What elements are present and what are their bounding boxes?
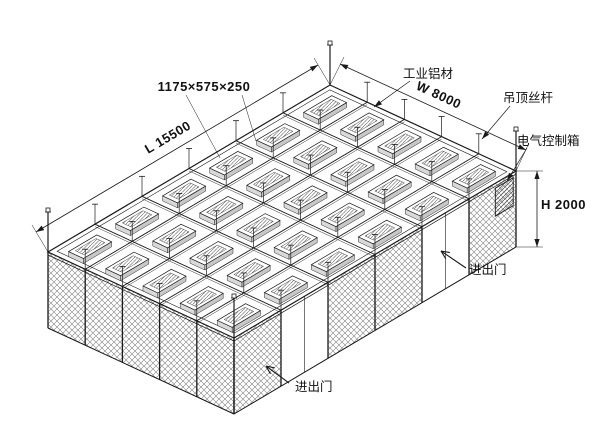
unit-grille <box>262 126 294 144</box>
unit-grille <box>374 178 405 196</box>
unit-grille <box>421 150 452 168</box>
unit-grille <box>300 144 331 161</box>
ceiling-beam-edge <box>85 104 368 272</box>
unit-grille <box>458 167 490 185</box>
unit-grille <box>317 251 349 269</box>
ceiling-beam-edge <box>188 170 376 258</box>
unit-grille <box>347 116 378 134</box>
ceiling-beam <box>235 140 423 228</box>
ceiling-beam-edge <box>141 198 329 285</box>
arrowhead <box>482 131 490 139</box>
extension-line <box>241 94 257 142</box>
extension-line <box>329 56 345 86</box>
arrowhead <box>340 64 349 70</box>
ceiling-beam-edge <box>122 121 405 289</box>
door-arrow-head <box>265 365 275 369</box>
door-arrow-shaft <box>440 250 467 269</box>
extension-line <box>31 224 49 253</box>
wall-top-rail <box>233 173 517 342</box>
ceiling-beam-edge <box>94 226 282 313</box>
ceiling-beam <box>188 168 376 255</box>
arrowhead <box>534 171 540 179</box>
wall-mesh-panels <box>47 170 517 415</box>
unit-grille <box>243 216 274 234</box>
arrowhead <box>507 172 514 181</box>
unit-grille <box>149 272 180 290</box>
length-dimension-label: L 15500 <box>142 118 194 157</box>
arrowhead <box>309 65 318 72</box>
unit-grille <box>327 206 358 224</box>
unit-grille <box>233 262 264 279</box>
unit-grille <box>411 195 443 213</box>
arrowhead <box>517 144 526 150</box>
unit-size-dimension-label: 1175×575×250 <box>158 79 251 94</box>
unit-grille <box>196 244 227 262</box>
unit-grille <box>112 255 143 273</box>
door-arrow-head <box>440 250 447 259</box>
unit-grille <box>223 307 255 324</box>
aluminum-profile-label: 工业铝材 <box>403 66 453 81</box>
unit-grille <box>206 199 237 217</box>
wall-bottom-rail <box>47 327 235 415</box>
extension-line <box>515 142 530 172</box>
ceiling-units <box>67 95 497 333</box>
unit-grille <box>215 154 247 172</box>
dimension-line <box>35 64 319 233</box>
ceiling-beam <box>141 195 329 283</box>
unit-grille <box>121 210 153 228</box>
unit-grille <box>270 279 302 297</box>
ceiling-inner-frame <box>56 89 508 334</box>
ceiling-beam-edge <box>159 138 442 307</box>
wall-top-rail <box>47 254 235 342</box>
door-arrow-head <box>265 365 271 375</box>
arrowhead <box>374 100 383 107</box>
unit-grille <box>384 133 415 151</box>
ceiling-beam-edge <box>235 142 423 230</box>
unit-grille <box>168 182 200 200</box>
unit-grille <box>186 289 217 307</box>
ceiling-beam <box>94 223 282 311</box>
mast-cap <box>327 40 333 46</box>
ceiling-beam-edge <box>196 156 479 324</box>
unit-grille <box>364 223 396 241</box>
door-arrows <box>265 250 467 384</box>
mast-cap <box>513 126 519 132</box>
electric-control-box <box>494 176 514 217</box>
dimension-lines <box>31 56 543 253</box>
ceiling-rod-label: 吊顶丝杆 <box>503 91 554 105</box>
door-arrow-head <box>440 250 450 254</box>
height-dimension-label: H 2000 <box>541 197 586 212</box>
unit-grille <box>253 171 284 189</box>
electric-control-box-label: 电气控制箱 <box>517 133 580 148</box>
unit-grille <box>74 238 106 256</box>
hanger-rods <box>45 40 519 338</box>
unit-grille <box>159 227 190 245</box>
arrowhead <box>36 225 45 232</box>
unit-grille <box>309 99 341 116</box>
wall-bottom-rail <box>233 246 517 415</box>
door-label-side: 进出门 <box>469 262 507 277</box>
extension-line <box>185 94 221 159</box>
dimension-line <box>339 63 527 151</box>
door-label-front: 进出门 <box>295 379 333 394</box>
ceiling-beam-edge <box>282 115 470 202</box>
arrowhead <box>534 239 540 247</box>
unit-grille <box>280 234 311 252</box>
mast-cap <box>231 293 237 299</box>
width-dimension-label: W 8000 <box>414 78 464 112</box>
extension-line <box>313 57 331 86</box>
ceiling-beam <box>282 112 470 200</box>
unit-grille <box>290 189 321 207</box>
mast-cap <box>45 207 51 213</box>
unit-grille <box>337 161 368 179</box>
door-arrow-shaft <box>265 365 290 384</box>
